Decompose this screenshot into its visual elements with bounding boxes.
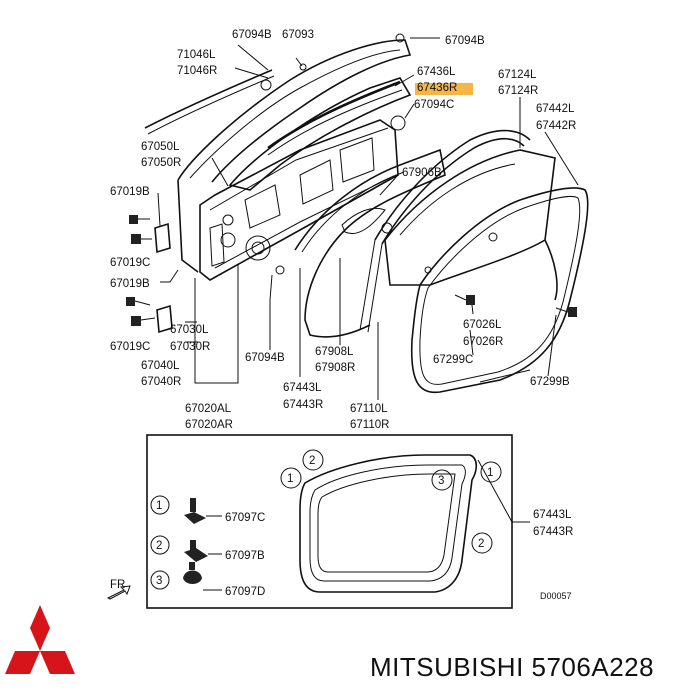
label-67094b-bottom: 67094B	[245, 352, 285, 364]
label-67040l: 67040L	[141, 360, 180, 372]
label-67020ar: 67020AR	[185, 419, 233, 431]
bolt-67019b-upper	[129, 215, 150, 224]
highlight-67436r	[415, 83, 473, 95]
weatherstrip-detail-inset	[106, 434, 530, 609]
callout-2-right: 2	[478, 538, 484, 550]
label-67299b: 67299B	[530, 376, 570, 388]
label-67436r: 67436R	[417, 82, 457, 94]
label-71046r: 71046R	[177, 65, 217, 77]
callout-3-left: 3	[156, 575, 162, 587]
label-67299c: 67299C	[433, 354, 473, 366]
label-67019c-lower: 67019C	[110, 341, 150, 353]
clip-67097d-icon	[183, 562, 202, 584]
label-67019c-upper: 67019C	[110, 257, 150, 269]
bolt-67019c-lower	[131, 316, 156, 326]
bolt-67026	[454, 294, 475, 305]
label-67442l: 67442L	[536, 103, 575, 115]
bolt-67299b	[555, 307, 577, 317]
label-67443r: 67443R	[283, 399, 323, 411]
label-67436l: 67436L	[417, 66, 456, 78]
label-67443l-inset: 67443L	[533, 509, 572, 521]
bolt-67019c-upper	[131, 234, 152, 244]
label-67094c: 67094C	[414, 99, 454, 111]
label-67908l: 67908L	[315, 346, 354, 358]
label-67094b-right: 67094B	[445, 35, 485, 47]
label-67026r: 67026R	[463, 336, 503, 348]
callout-2-left: 2	[156, 540, 162, 552]
label-67443l: 67443L	[283, 382, 322, 394]
label-67050l: 67050L	[141, 141, 180, 153]
label-67026l: 67026L	[463, 319, 502, 331]
label-67040r: 67040R	[141, 376, 181, 388]
clip-67097c-icon	[184, 498, 206, 524]
callout-3-inset: 3	[438, 475, 444, 487]
bolt-67019b-lower	[126, 297, 151, 306]
label-67094b-top: 67094B	[232, 29, 272, 41]
diagram-code: D00057	[540, 591, 572, 601]
door-assembly-drawing	[126, 33, 589, 400]
label-67019b-upper: 67019B	[110, 186, 150, 198]
callout-2-top: 2	[309, 455, 315, 467]
label-67124r: 67124R	[498, 85, 538, 97]
label-71046l: 71046L	[177, 49, 216, 61]
callout-1-left: 1	[156, 500, 162, 512]
label-67906b: 67906B	[402, 167, 442, 179]
label-67110l: 67110L	[350, 403, 388, 415]
label-67908r: 67908R	[315, 362, 355, 374]
label-67030r: 67030R	[170, 341, 210, 353]
label-67097c: 67097C	[225, 512, 265, 524]
label-67124l: 67124L	[498, 69, 537, 81]
brand-part-number: MITSUBISHI 5706A228	[370, 652, 655, 682]
label-67093: 67093	[282, 29, 314, 41]
label-67019b-lower: 67019B	[110, 278, 150, 290]
part-labels: 67094B 67093 67094B 71046L 71046R 67436L…	[110, 29, 576, 601]
label-67443r-inset: 67443R	[533, 526, 573, 538]
label-fr: FR	[110, 579, 125, 591]
label-67097d: 67097D	[225, 586, 265, 598]
label-67020al: 67020AL	[185, 403, 232, 415]
clip-67097b-icon	[184, 540, 208, 562]
label-67442r: 67442R	[536, 120, 576, 132]
label-67097b: 67097B	[225, 550, 265, 562]
callout-1-side: 1	[287, 473, 293, 485]
label-67110r: 67110R	[350, 419, 389, 431]
label-67050r: 67050R	[141, 157, 181, 169]
front-arrow-icon	[106, 585, 131, 600]
callout-1-right: 1	[487, 467, 493, 479]
label-67030l: 67030L	[170, 324, 209, 336]
mitsubishi-three-diamond-logo	[5, 605, 75, 674]
